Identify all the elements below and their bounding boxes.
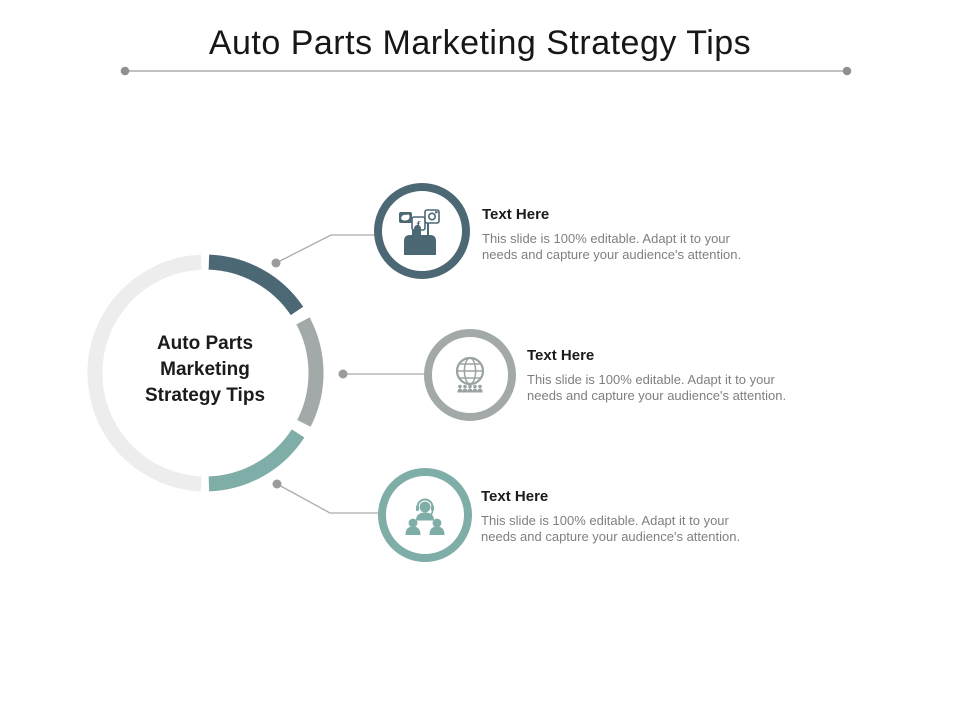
ring-arc-dark (208, 254, 304, 316)
item-heading: Text Here (482, 206, 550, 223)
slide-title: Auto Parts Marketing Strategy Tips (208, 24, 752, 62)
ring-arc-teal (208, 429, 305, 492)
connector-dots (271, 258, 348, 489)
underline-right-dot (842, 66, 852, 76)
connector-line-3 (276, 483, 380, 514)
item-body: This slide is 100% editable. Adapt it to… (481, 513, 741, 544)
item-text-1: Text Here This slide is 100% editable. A… (482, 206, 750, 263)
item-body: This slide is 100% editable. Adapt it to… (527, 372, 787, 403)
title-underline (120, 66, 852, 76)
main-ring (87, 254, 324, 492)
ring-arc-gray (296, 317, 324, 427)
support-team-icon (405, 498, 445, 535)
connector-line-1 (275, 234, 376, 264)
item-heading: Text Here (527, 347, 595, 364)
item-heading: Text Here (481, 488, 549, 505)
item-text-3: Text Here This slide is 100% editable. A… (481, 488, 749, 545)
ring-light-arc (87, 254, 202, 492)
connector-dot-1 (271, 258, 281, 268)
globe-people-icon (455, 356, 485, 393)
center-label: Auto Parts Marketing Strategy Tips (144, 333, 266, 406)
connector-dot-2 (338, 369, 348, 379)
item-circle-3 (378, 468, 472, 562)
item-body: This slide is 100% editable. Adapt it to… (482, 231, 742, 262)
connectors (275, 234, 426, 514)
item-text-2: Text Here This slide is 100% editable. A… (527, 347, 795, 404)
underline-left-dot (120, 66, 130, 76)
item-circle-1: f (374, 183, 470, 279)
social-media-hand-icon: f (399, 209, 440, 255)
item-circle-2 (424, 329, 516, 421)
connector-dot-3 (272, 479, 282, 489)
